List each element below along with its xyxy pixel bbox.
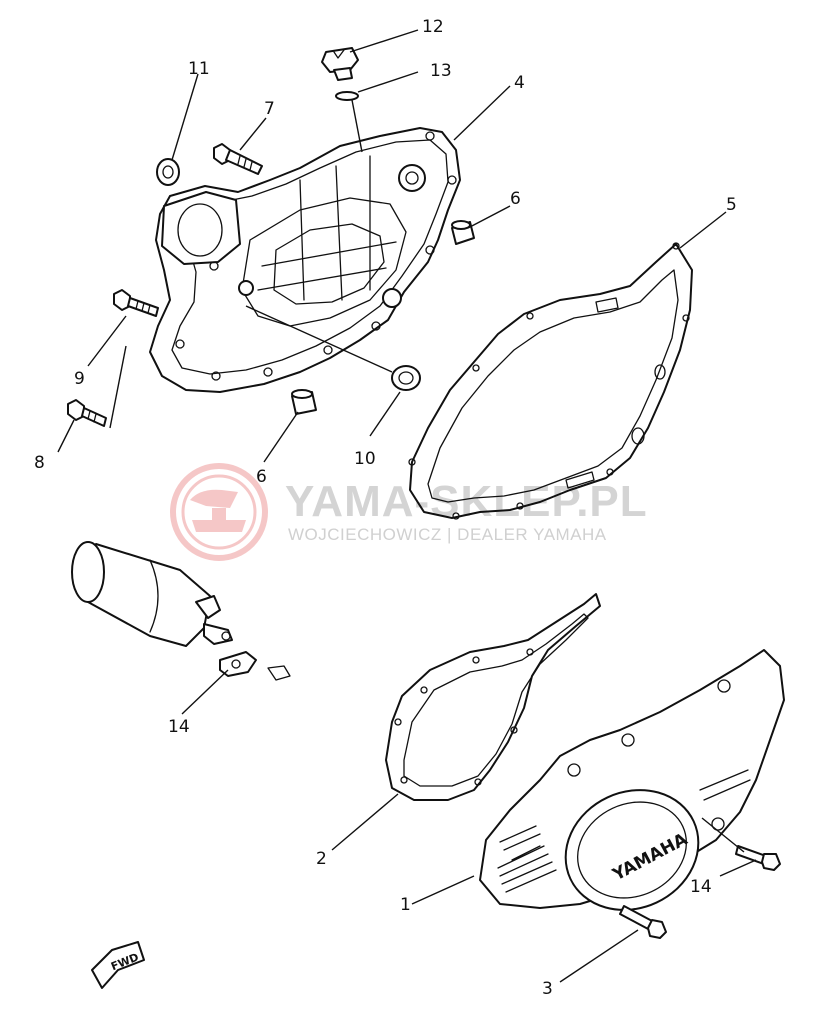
starter-motor	[71, 541, 233, 647]
fwd-arrow: FWD	[91, 941, 145, 989]
callout-11: 11	[188, 59, 210, 79]
part-6-dowel-pin-lower	[291, 389, 317, 415]
part-14-bolt	[735, 845, 781, 871]
callout-3: 3	[542, 979, 553, 999]
part-9-bolt	[113, 289, 159, 317]
part-3-bolt	[619, 905, 667, 939]
part-8-bolt	[67, 399, 107, 427]
callout-4: 4	[514, 73, 525, 93]
part-2-gasket	[385, 593, 601, 801]
callout-9: 9	[74, 369, 85, 389]
part-14-clamp	[219, 651, 291, 681]
callout-5: 5	[726, 195, 737, 215]
part-6-dowel-pin-upper	[451, 220, 475, 245]
watermark-logo	[170, 463, 268, 561]
leader-lines	[57, 29, 757, 983]
part-11-oil-seal	[156, 158, 180, 186]
part-10-oil-seal	[391, 365, 421, 391]
callouts: 12 13 4 11 7 6 5 9 8 6 10 14 2 1 3 14	[34, 17, 737, 999]
callout-8: 8	[34, 453, 45, 473]
part-13-o-ring	[335, 91, 359, 101]
watermark-title: YAMA-SKLEP.PL	[285, 477, 648, 526]
callout-1: 1	[400, 895, 411, 915]
callout-2: 2	[316, 849, 327, 869]
part-7-bolt	[213, 143, 263, 175]
callout-7: 7	[264, 99, 275, 119]
part-4-crankcase-cover	[149, 127, 461, 393]
callout-12: 12	[422, 17, 444, 37]
callout-6-lower: 6	[256, 467, 267, 487]
watermark-subtitle: WOJCIECHOWICZ | DEALER YAMAHA	[288, 525, 607, 544]
part-1-crankcase-cover: YAMAHA	[479, 649, 785, 911]
callout-14-lower: 14	[690, 877, 712, 897]
part-5-gasket	[408, 242, 693, 520]
part-12-filler-plug	[321, 47, 359, 81]
callout-6-upper: 6	[510, 189, 521, 209]
callout-13: 13	[430, 61, 452, 81]
callout-14-upper: 14	[168, 717, 190, 737]
callout-10: 10	[354, 449, 376, 469]
